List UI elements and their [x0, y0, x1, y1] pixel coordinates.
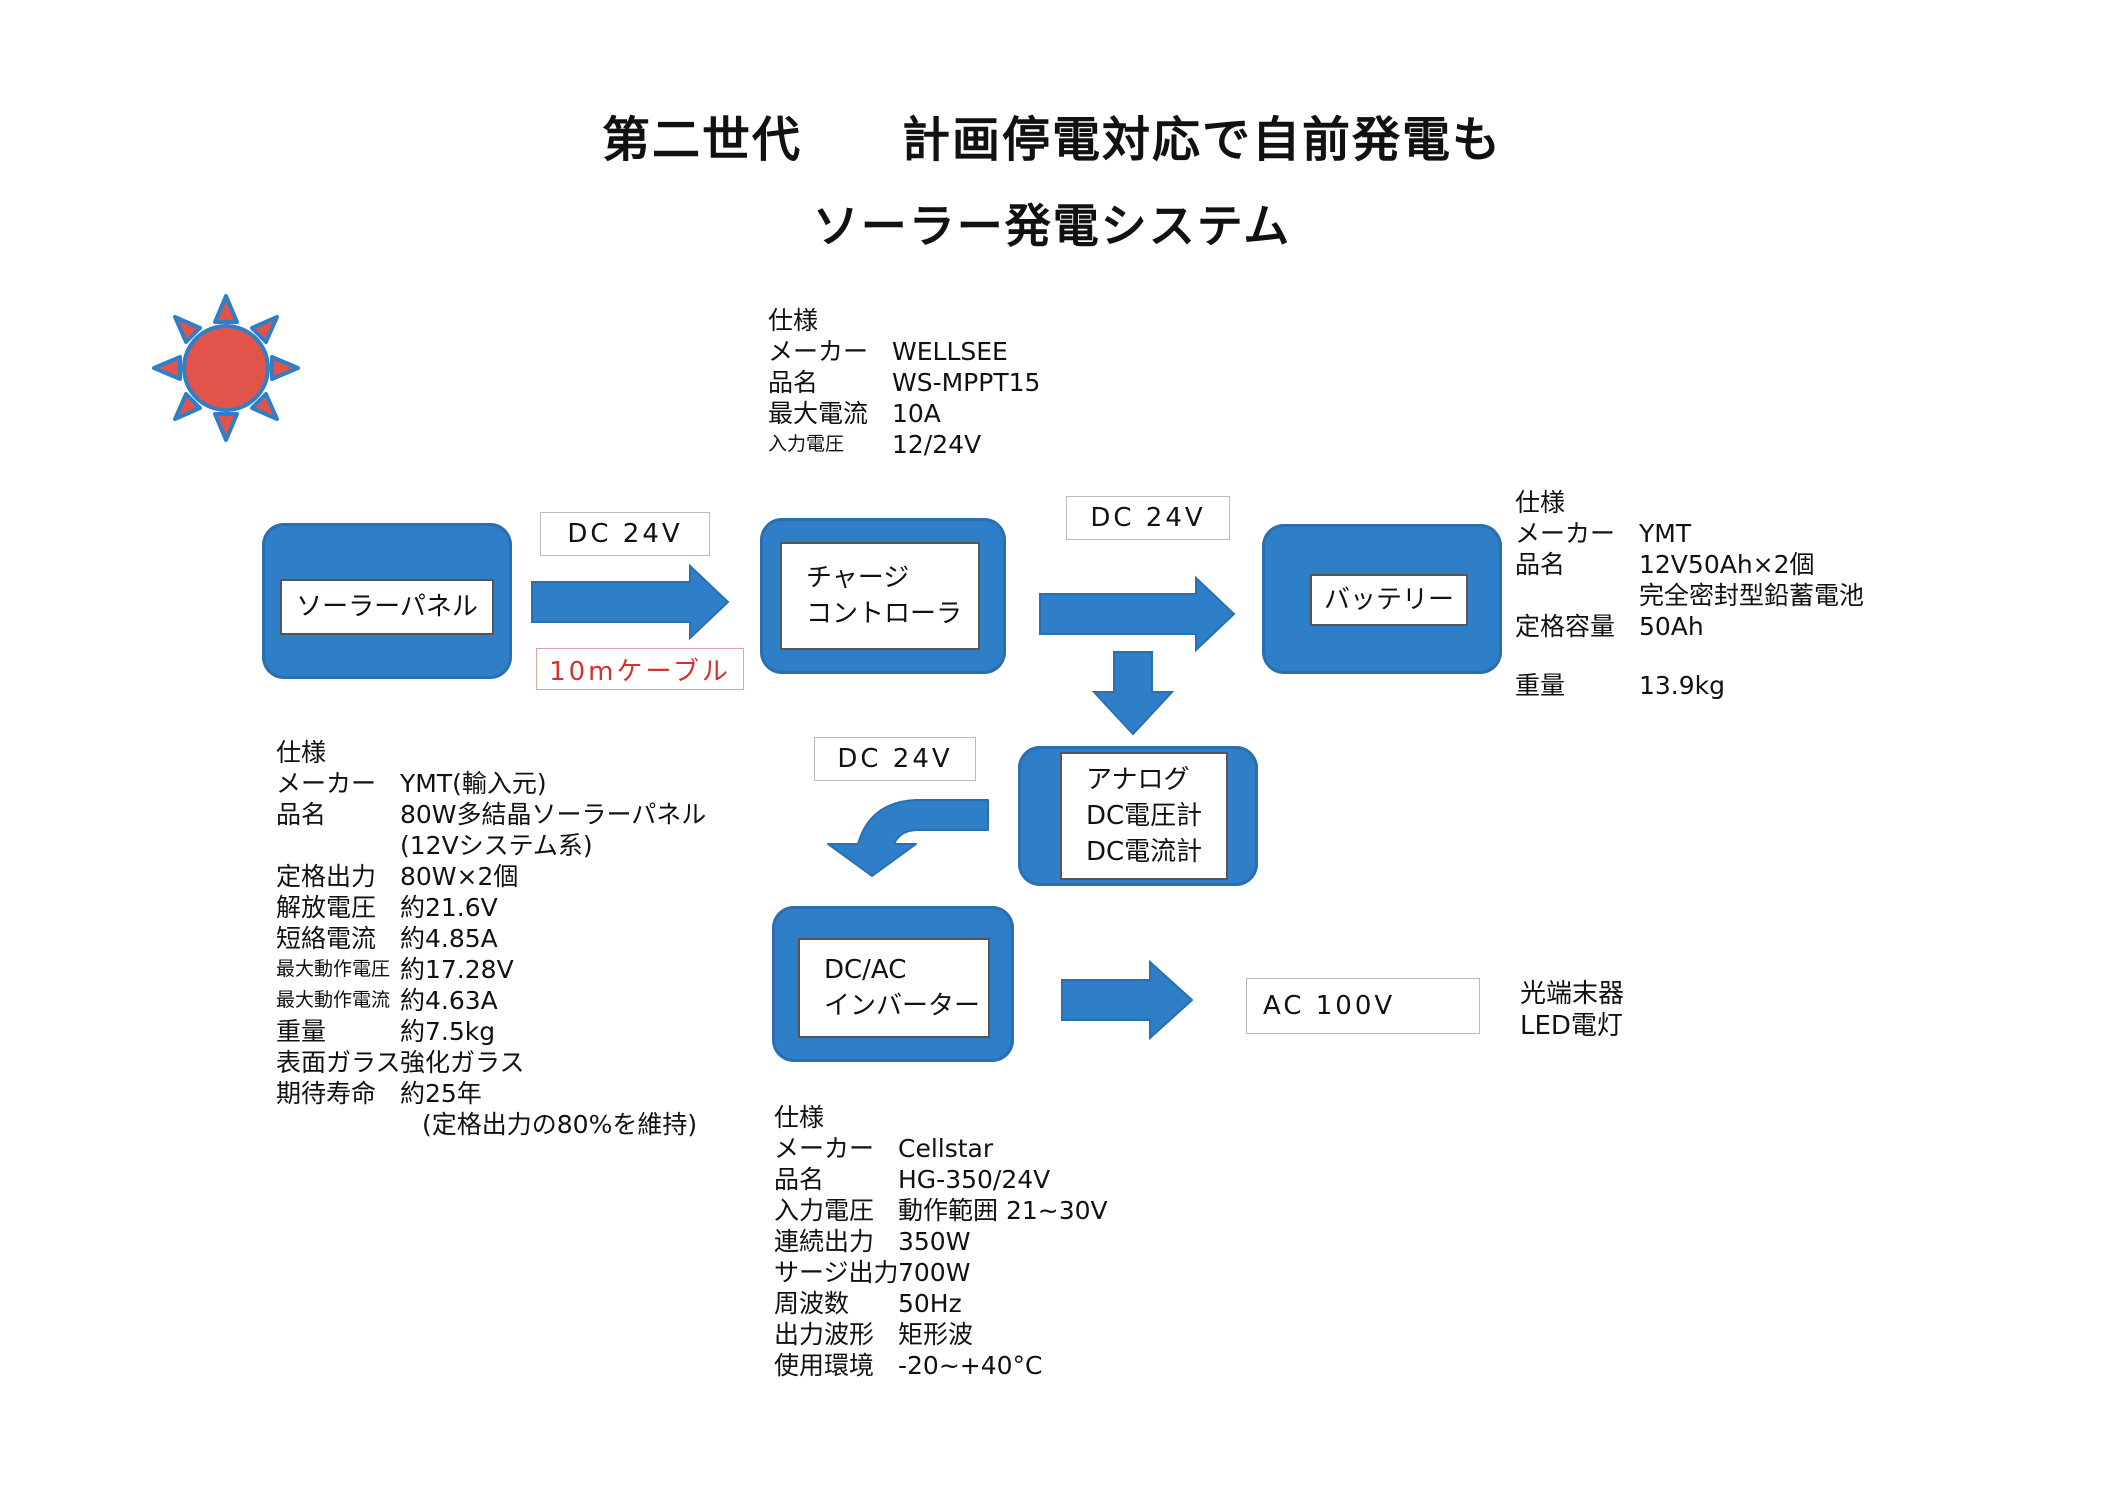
inverter-label-line2: インバーター: [824, 991, 981, 1021]
spec-heading: 仕様: [276, 738, 327, 767]
curved-arrow-icon: [827, 799, 989, 877]
spec-key: 短絡電流: [276, 924, 377, 953]
spec-key: 表面ガラス: [276, 1048, 400, 1077]
spec-key: 周波数: [774, 1289, 850, 1318]
spec-key: [276, 830, 400, 861]
sun-icon: [152, 294, 300, 442]
spec-value: 12/24V: [892, 430, 982, 459]
spec-key: 使用環境: [774, 1351, 875, 1380]
arrow-right-icon: [531, 563, 730, 641]
spec-value: (12Vシステム系): [400, 831, 593, 860]
spec-value: 700W: [898, 1258, 971, 1287]
spec-value: 約17.28V: [400, 955, 514, 984]
output-device: LED電灯: [1520, 1011, 1623, 1041]
spec-value: 13.9kg: [1639, 671, 1726, 700]
spec-key: 重量: [1515, 671, 1566, 700]
spec-value: 約7.5kg: [400, 1017, 496, 1046]
spec-key: 解放電圧: [276, 893, 377, 922]
spec-key: [1515, 580, 1639, 611]
page-title: 第二世代 計画停電対応で自前発電も: [601, 112, 1502, 168]
spec-key: メーカー: [768, 337, 869, 366]
spec-value: YMT: [1639, 519, 1692, 548]
spec-key: サージ出力: [774, 1258, 899, 1287]
page-subtitle: ソーラー発電システム: [812, 199, 1292, 253]
spec-heading: 仕様: [1515, 488, 1566, 517]
controller-label-line2: コントローラ: [806, 599, 963, 629]
battery-spec: 仕様 メーカー YMT 品名 12V50Ah×2個 完全密封型鉛蓄電池 定格容量 50…: [1515, 487, 1864, 701]
spec-value: 12V50Ah×2個: [1639, 550, 1815, 579]
spec-value: 動作範囲 21~30V: [898, 1196, 1108, 1225]
spec-key: 出力波形: [774, 1320, 875, 1349]
spec-value: 80W多結晶ソーラーパネル: [400, 800, 707, 829]
battery-node: バッテリー: [1262, 524, 1502, 674]
spec-key: メーカー: [1515, 519, 1616, 548]
spec-value: HG-350/24V: [898, 1165, 1051, 1194]
charge-controller-node: チャージ コントローラ: [760, 518, 1006, 674]
controller-spec: 仕様 メーカー WELLSEE 品名 WS-MPPT15 最大電流 10A 入力電圧 1…: [768, 305, 1040, 460]
spec-key: メーカー: [276, 769, 377, 798]
solar-panel-node: ソーラーパネル: [262, 523, 512, 679]
spec-key: 連続出力: [774, 1227, 875, 1256]
inverter-label-line1: DC/AC: [824, 955, 907, 985]
meter-label-line3: DC電流計: [1086, 837, 1203, 867]
spec-value: 10A: [892, 399, 941, 428]
spec-value: 約4.63A: [400, 986, 498, 1015]
spec-key: 定格容量: [1515, 612, 1616, 641]
spec-key: 品名: [1515, 550, 1566, 579]
spec-key: 最大電流: [768, 399, 869, 428]
spec-key: 重量: [276, 1017, 327, 1046]
spec-key: 品名: [276, 800, 327, 829]
output-device: 光端末器: [1520, 979, 1625, 1009]
spec-key: 最大動作電圧: [276, 958, 391, 980]
spec-value: 強化ガラス: [400, 1048, 525, 1077]
arrow-down-icon: [1091, 651, 1175, 736]
cable-label: 10mケーブル: [536, 648, 744, 690]
arrow-right-icon: [1061, 959, 1194, 1041]
spec-value: 50Ah: [1639, 612, 1704, 641]
panel-spec: 仕様 メーカー YMT(輸入元) 品名 80W多結晶ソーラーパネル (12Vシステム…: [276, 737, 706, 1140]
spec-value: 完全密封型鉛蓄電池: [1639, 581, 1865, 610]
spec-heading: 仕様: [774, 1103, 825, 1132]
dc-voltage-label: DC 24V: [1066, 496, 1230, 540]
spec-key: 最大動作電流: [276, 989, 391, 1011]
spec-key: メーカー: [774, 1134, 875, 1163]
ac-voltage-label: AC 100V: [1246, 978, 1480, 1034]
spec-key: 品名: [768, 368, 819, 397]
spec-value: 矩形波: [898, 1320, 974, 1349]
meter-label-line2: DC電圧計: [1086, 801, 1203, 831]
battery-label: バッテリー: [1310, 574, 1468, 626]
spec-value: YMT(輸入元): [400, 769, 547, 798]
spec-key: 入力電圧: [768, 433, 845, 455]
dc-voltage-label: DC 24V: [540, 512, 710, 556]
meter-label-line1: アナログ: [1086, 765, 1190, 795]
spec-key: 定格出力: [276, 862, 377, 891]
spec-value: WELLSEE: [892, 337, 1008, 366]
spec-key: [1515, 642, 1639, 670]
controller-label-line1: チャージ: [806, 563, 910, 593]
spec-value: 約4.85A: [400, 924, 498, 953]
spec-key: [276, 1109, 422, 1140]
spec-value: Cellstar: [898, 1134, 994, 1163]
output-devices: 光端末器 LED電灯: [1520, 978, 1624, 1042]
inverter-spec: 仕様 メーカー Cellstar 品名 HG-350/24V 入力電圧動作範囲 21…: [774, 1102, 1108, 1381]
meter-node: アナログ DC電圧計 DC電流計: [1018, 746, 1258, 886]
spec-heading: 仕様: [768, 306, 819, 335]
inverter-node: DC/AC インバーター: [772, 906, 1014, 1062]
spec-value: 約25年: [400, 1079, 482, 1108]
spec-key: 期待寿命: [276, 1079, 377, 1108]
arrow-right-icon: [1039, 575, 1236, 653]
dc-voltage-label: DC 24V: [814, 737, 976, 781]
spec-value: 350W: [898, 1227, 971, 1256]
spec-value: 50Hz: [898, 1289, 962, 1318]
spec-key: 品名: [774, 1165, 825, 1194]
spec-value: 約21.6V: [400, 893, 498, 922]
solar-panel-label: ソーラーパネル: [280, 579, 494, 635]
spec-value: WS-MPPT15: [892, 368, 1041, 397]
spec-value: (定格出力の80%を維持): [422, 1110, 698, 1139]
spec-value: -20~+40°C: [898, 1351, 1043, 1380]
spec-key: 入力電圧: [774, 1196, 875, 1225]
spec-value: 80W×2個: [400, 862, 519, 891]
